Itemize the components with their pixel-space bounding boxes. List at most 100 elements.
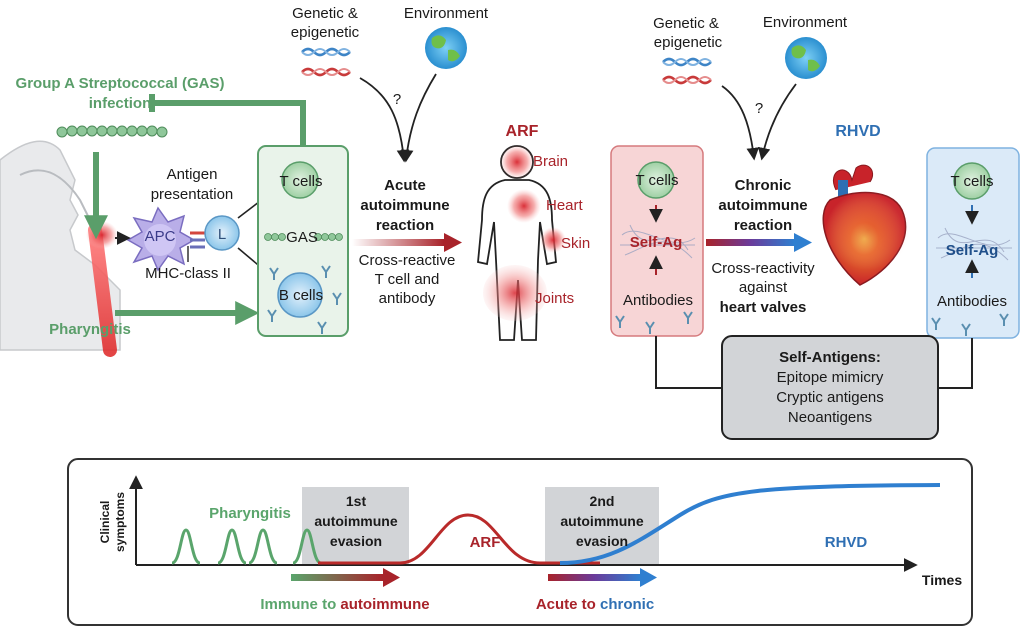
self-antigens-box xyxy=(721,335,939,440)
self-ag-label-right: Self-Ag xyxy=(946,242,999,259)
earth-icon xyxy=(425,27,467,69)
l-label: L xyxy=(218,226,226,243)
evasion-2-box xyxy=(545,487,659,565)
apc-cell-icon xyxy=(126,206,196,272)
y-axis-label: Clinical xyxy=(98,501,112,544)
evasion-1-label: 1st xyxy=(346,493,367,509)
cross-reactive-label-line3: antibody xyxy=(379,290,436,307)
skin-glow xyxy=(540,227,566,253)
head-profile-illustration xyxy=(0,140,121,357)
acute-to-chronic-label: Acute to chronic xyxy=(536,596,654,613)
genetic-label-2-line2: epigenetic xyxy=(654,34,723,51)
bcells-label: B cells xyxy=(279,287,323,304)
genetic-label-1-line2: epigenetic xyxy=(291,24,360,41)
tcells-label: T cells xyxy=(279,173,322,190)
genetic-arrow-1 xyxy=(359,77,410,163)
acute-reaction-label-line2: autoimmune xyxy=(360,197,449,214)
cross-reactivity-label: Cross-reactivity xyxy=(711,260,815,277)
environment-arrow-2 xyxy=(757,83,797,161)
self-antigens-item-1: Epitope mimicry xyxy=(777,369,884,386)
question-mark-2: ? xyxy=(755,100,763,117)
dna-icon xyxy=(301,47,351,77)
antigen-label: Antigen xyxy=(167,166,218,183)
heart-label: Heart xyxy=(546,197,584,214)
chronic-label: chronic xyxy=(600,596,654,613)
autoimmune-label: autoimmune xyxy=(340,596,429,613)
tissue-fibers-right xyxy=(936,227,1012,261)
chronic-reaction-label-line2: autoimmune xyxy=(718,197,807,214)
inhibition-feedback-line xyxy=(152,100,306,150)
bracket-left xyxy=(655,336,722,389)
tissue-fibers-left xyxy=(620,224,696,259)
heart-illustration xyxy=(822,164,910,286)
antibody-icons xyxy=(267,265,342,334)
evasion-2-label-line3: evasion xyxy=(576,533,628,549)
mhc-label: MHC-class II xyxy=(145,265,231,282)
evasion-1-label-line3: evasion xyxy=(330,533,382,549)
tcell-icon xyxy=(281,161,319,199)
apc-label: APC xyxy=(145,228,176,245)
skin-label: Skin xyxy=(561,235,590,252)
bcell-icon xyxy=(277,272,323,318)
gas-small-chain xyxy=(264,233,343,241)
bracket-right xyxy=(938,338,973,389)
joints-glow xyxy=(483,265,547,321)
arf-curve xyxy=(318,513,600,565)
y-axis-label-line2: symptoms xyxy=(113,492,127,552)
pharyngitis-peaks xyxy=(171,528,322,565)
environment-label-1: Environment xyxy=(404,5,489,22)
acute-chronic-gradient-arrow xyxy=(548,574,640,581)
self-antigens-item-2: Cryptic antigens xyxy=(776,389,884,406)
cross-reactive-label: Cross-reactive xyxy=(359,252,456,269)
genetic-arrow-2 xyxy=(721,85,760,161)
timeline-pharyngitis-label: Pharyngitis xyxy=(209,505,291,522)
antigen-label-line2: presentation xyxy=(151,186,234,203)
tcell-icon-left xyxy=(637,161,675,199)
cross-reactivity-label-line2: against xyxy=(739,279,788,296)
antibody-icons-right xyxy=(931,313,1009,336)
genetic-label-2: Genetic & xyxy=(653,15,719,32)
evasion-1-box xyxy=(302,487,409,565)
immune-to-autoimmune-label: Immune to autoimmune xyxy=(260,596,429,613)
tcell-icon-right xyxy=(953,162,991,200)
heart-glow xyxy=(507,189,541,223)
brain-label: Brain xyxy=(533,153,568,170)
acute-label: Acute to xyxy=(536,596,600,613)
evasion-1-label-line2: autoimmune xyxy=(314,513,397,529)
dna-icon-2 xyxy=(662,57,712,85)
tcells-label-left: T cells xyxy=(635,172,678,189)
chronic-gradient-arrow xyxy=(706,239,794,246)
pharyngitis-label: Pharyngitis xyxy=(49,321,131,338)
cross-reactivity-label-line3: heart valves xyxy=(720,299,807,316)
immune-gradient-arrow xyxy=(291,574,383,581)
lymphocyte-cell-icon xyxy=(204,215,240,251)
gas-infection-title-line2: infection xyxy=(89,95,152,112)
gas-label: GAS xyxy=(286,229,318,246)
self-ag-label-left: Self-Ag xyxy=(630,234,683,251)
antibodies-label-left: Antibodies xyxy=(623,292,693,309)
rhvd-title: RHVD xyxy=(835,123,880,140)
evasion-2-label: 2nd xyxy=(590,493,615,509)
rhvd-curve xyxy=(559,483,941,565)
acute-reaction-label-line3: reaction xyxy=(376,217,434,234)
genetic-label-1: Genetic & xyxy=(292,5,358,22)
timeline-arf-label: ARF xyxy=(470,534,501,551)
self-antigens-title: Self-Antigens: xyxy=(779,349,881,366)
gas-bacteria-chain xyxy=(56,125,168,138)
earth-icon-2 xyxy=(785,37,827,79)
inhibition-bar-icon xyxy=(149,94,155,112)
gas-infection-title: Group A Streptococcal (GAS) xyxy=(16,75,225,92)
antibody-icons-left xyxy=(615,311,693,334)
chronic-reaction-label: Chronic xyxy=(735,177,792,194)
tcells-label-right: T cells xyxy=(950,173,993,190)
immune-label: Immune to xyxy=(260,596,340,613)
acute-gradient-arrow xyxy=(352,239,444,246)
brain-glow xyxy=(500,145,534,179)
acute-reaction-label: Acute xyxy=(384,177,426,194)
timeline-rhvd-label: RHVD xyxy=(825,534,868,551)
antibodies-label-right: Antibodies xyxy=(937,293,1007,310)
evasion-2-label-line2: autoimmune xyxy=(560,513,643,529)
environment-arrow-1 xyxy=(400,73,437,163)
timeline-panel xyxy=(67,458,973,626)
